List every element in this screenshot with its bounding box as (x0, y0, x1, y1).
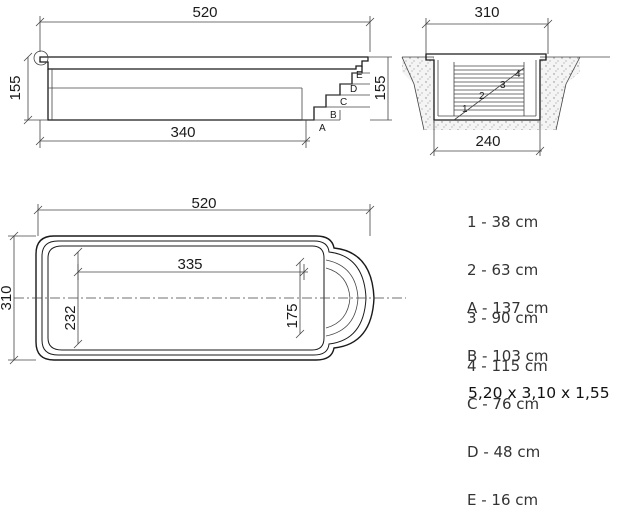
legend-item: D - 48 cm (467, 443, 541, 461)
legend-item: A - 137 cm (467, 299, 549, 317)
step-letter-d: D (350, 84, 357, 95)
step-hatch (453, 62, 525, 116)
inner-width-label: 232 (62, 305, 79, 330)
pool-outline-plan (35, 235, 375, 361)
top-view: 520 310 335 232 175 (0, 195, 406, 365)
soil-backfill (402, 57, 580, 130)
step-number-3: 3 (500, 80, 506, 91)
legend-item: 2 - 63 cm (467, 261, 539, 279)
top-width-label: 310 (0, 285, 15, 310)
end-width-label: 310 (474, 4, 499, 21)
side-floor-length-label: 340 (170, 124, 195, 141)
side-view: 520 A B C D E 155 155 (7, 4, 392, 148)
side-depth-label-right: 155 (372, 75, 389, 100)
detail-circle (33, 50, 49, 66)
end-floor-width-label: 240 (475, 133, 500, 150)
top-length-label: 520 (191, 195, 216, 212)
legend-item: 4 - 115 cm (467, 357, 548, 375)
step-letter-e: E (356, 70, 363, 81)
side-length-label: 520 (192, 4, 217, 21)
step-letter-c: C (340, 97, 347, 108)
step-number-4: 4 (515, 69, 521, 80)
legend-item: 3 - 90 cm (467, 309, 539, 327)
legend-item: E - 16 cm (467, 491, 539, 509)
side-depth-label: 155 (7, 75, 24, 100)
side-pool-profile (39, 56, 369, 70)
legend-item: 1 - 38 cm (467, 213, 539, 231)
step-letter-a: A (319, 123, 326, 134)
step-number-2: 2 (479, 91, 485, 102)
step-number-1: 1 (462, 104, 468, 115)
end-view: 1 2 3 4 310 240 (401, 4, 610, 156)
step-width-label: 175 (284, 303, 301, 328)
overall-dimensions: 5,20 x 3,10 x 1,55 (468, 384, 610, 402)
inner-length-label: 335 (177, 256, 202, 273)
step-letter-b: B (330, 110, 337, 121)
legend-item: B - 103 cm (467, 347, 549, 365)
legend-step-heights: 1 - 38 cm 2 - 63 cm 3 - 90 cm 4 - 115 cm (467, 182, 548, 390)
pool-technical-drawing: 520 A B C D E 155 155 (0, 4, 610, 365)
